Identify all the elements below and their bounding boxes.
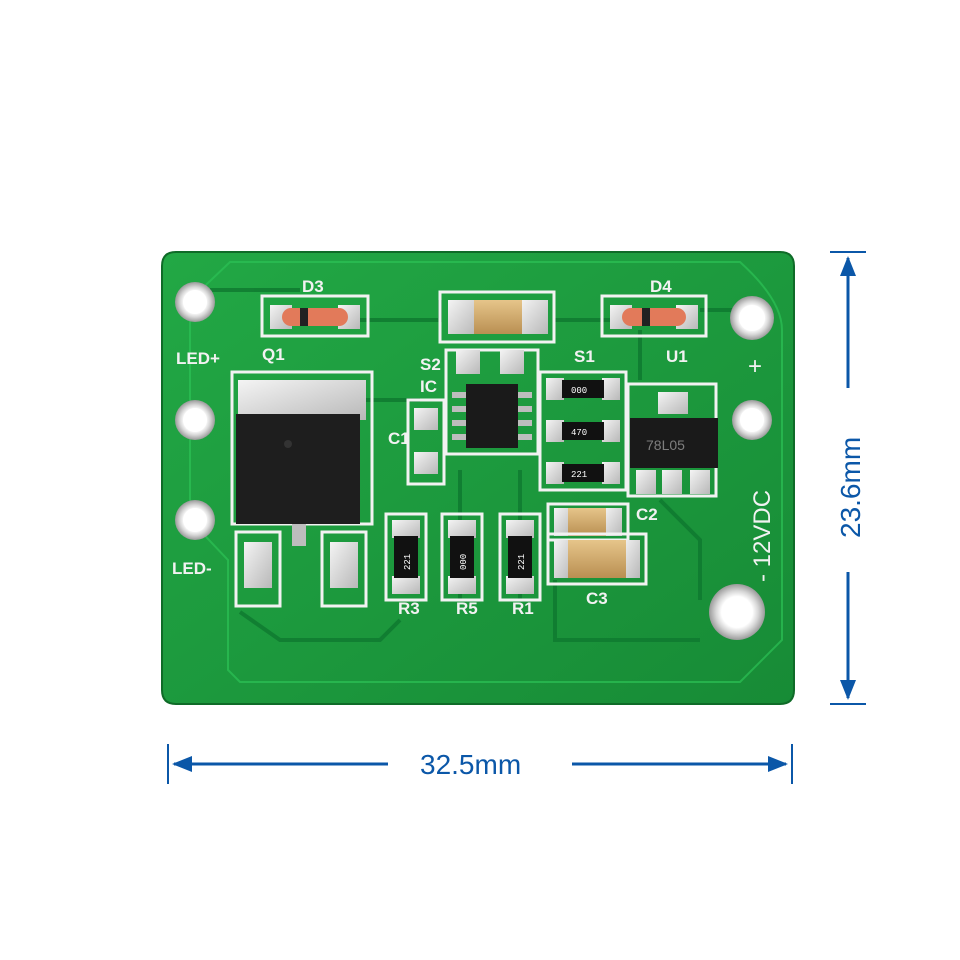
label-r3: R3	[398, 599, 420, 618]
height-dimension: 23.6mm	[830, 251, 866, 705]
code-r5: 000	[459, 554, 469, 570]
code-regulator: 78L05	[646, 437, 685, 453]
code-r1: 221	[517, 554, 527, 570]
capacitor-top	[438, 290, 556, 344]
width-dimension: 32.5mm	[167, 744, 793, 784]
diode-d3	[260, 294, 370, 338]
label-c2: C2	[636, 505, 658, 524]
mosfet-q1	[230, 370, 374, 608]
capacitor-c1	[406, 398, 446, 486]
label-d3: D3	[302, 277, 324, 296]
code-s1-top: 000	[571, 386, 587, 396]
code-r3: 221	[403, 554, 413, 570]
label-led-plus: LED+	[176, 349, 220, 368]
label-plus: +	[748, 353, 762, 380]
ic-chip	[444, 348, 540, 456]
capacitor-c3	[546, 532, 648, 586]
label-d4: D4	[650, 277, 672, 296]
resistor-array-s1	[538, 370, 628, 492]
label-s2: S2	[420, 355, 441, 374]
label-voltage: - 12VDC	[749, 490, 776, 582]
regulator-u1	[626, 382, 718, 498]
label-u1: U1	[666, 347, 688, 366]
label-q1: Q1	[262, 345, 285, 364]
pcb-board	[161, 251, 795, 705]
resistor-r3	[384, 512, 428, 602]
width-label: 32.5mm	[420, 749, 521, 780]
capacitor-c2	[546, 502, 630, 542]
label-c3: C3	[586, 589, 608, 608]
code-s1-mid: 470	[571, 428, 587, 438]
resistor-r1	[498, 512, 542, 602]
label-s1: S1	[574, 347, 595, 366]
resistor-r5	[440, 512, 484, 602]
label-r1: R1	[512, 599, 534, 618]
code-s1-bot: 221	[571, 470, 587, 480]
diode-d4	[600, 294, 708, 338]
label-ic: IC	[420, 377, 437, 396]
label-r5: R5	[456, 599, 478, 618]
label-led-minus: LED-	[172, 559, 212, 578]
height-label: 23.6mm	[835, 437, 866, 538]
label-c1: C1	[388, 429, 410, 448]
